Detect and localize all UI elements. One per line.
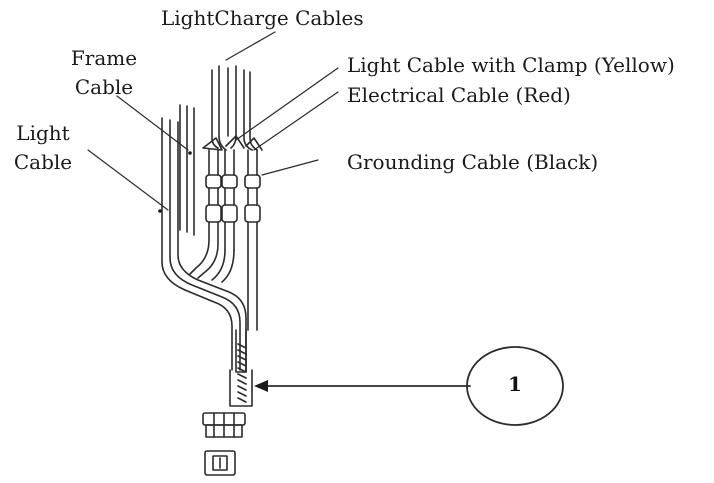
label-light-cable-line2: Cable (13, 150, 73, 174)
label-frame-cable-line2: Cable (74, 75, 134, 99)
frame-cable-bundle (179, 104, 195, 236)
cable-spring (229, 329, 253, 407)
arrow-head-icon (254, 380, 268, 392)
callout-circle (466, 346, 564, 426)
pin-marker (188, 151, 192, 155)
callout-number: 1 (508, 372, 522, 396)
label-lightcharge-cables: LightCharge Cables (161, 6, 364, 30)
label-electrical-cable: Electrical Cable (Red) (347, 83, 571, 107)
label-grounding-cable: Grounding Cable (Black) (347, 150, 599, 174)
label-light-cable-line1: Light (16, 121, 70, 145)
cable-clamps (202, 135, 263, 223)
leader-lines (87, 31, 339, 211)
label-light-cable-clamp: Light Cable with Clamp (Yellow) (347, 53, 675, 77)
label-light-cable: Light Cable (0, 121, 86, 174)
cable-connector (202, 412, 246, 476)
label-frame-cable: Frame Cable (44, 46, 164, 99)
pin-marker (158, 209, 162, 213)
light-cable-bundle (161, 117, 247, 373)
clamped-cables (189, 149, 258, 331)
label-frame-cable-line1: Frame (70, 46, 138, 70)
